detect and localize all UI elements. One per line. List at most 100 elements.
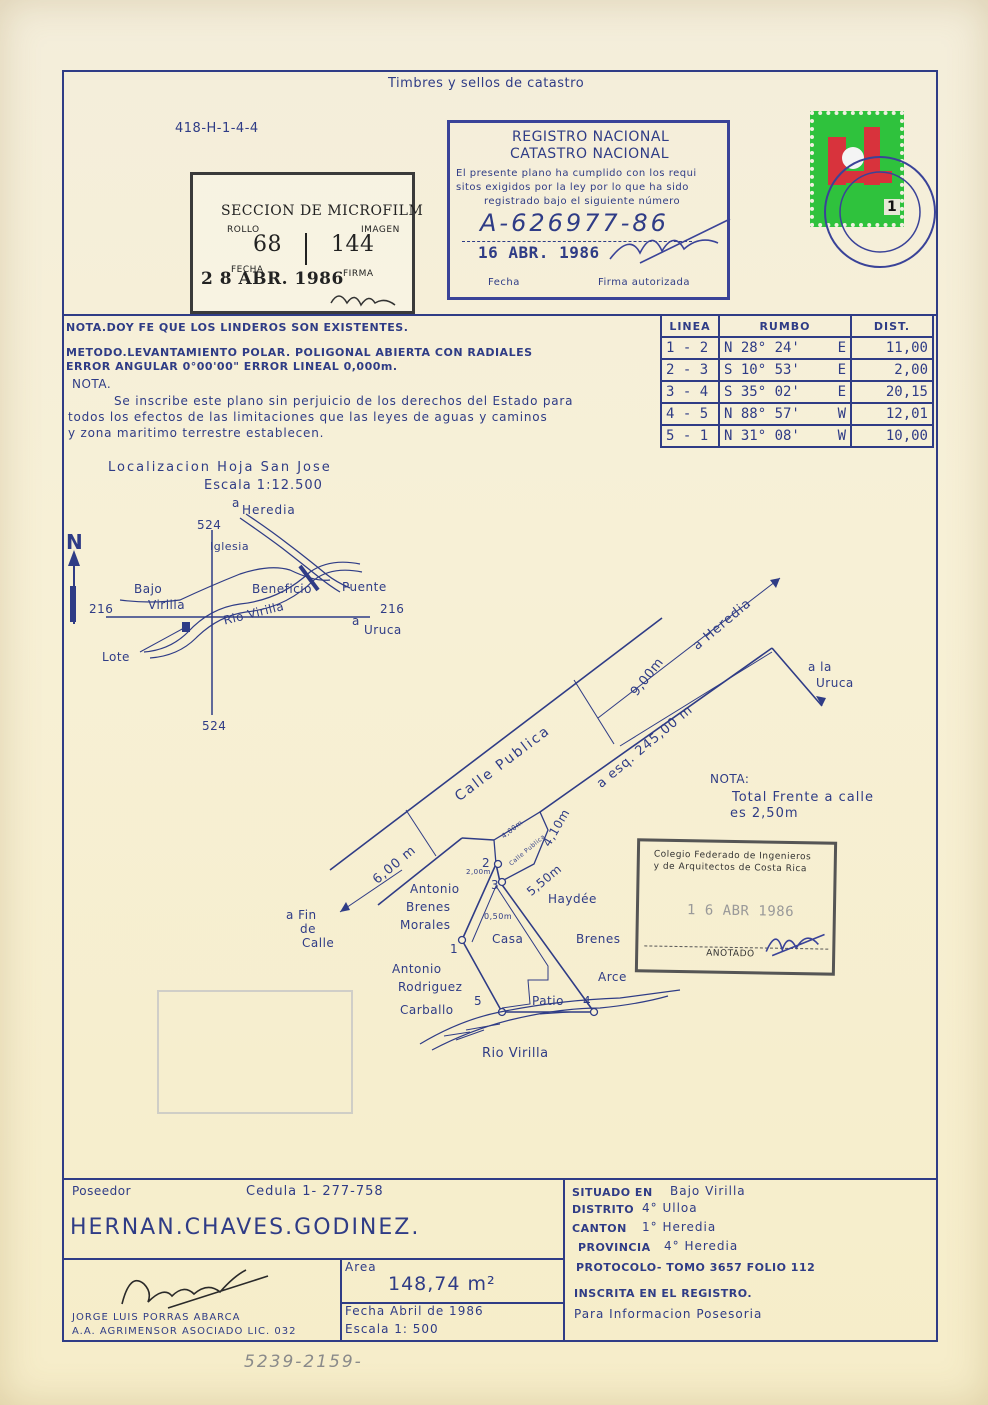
nota-line2: todos los efectos de las limitaciones qu… [68, 410, 548, 424]
imagen-value: 144 [331, 232, 375, 257]
loc-iglesia: Iglesia [210, 540, 250, 553]
point-1: 1 [450, 942, 459, 956]
registro-date: 16 ABR. 1986 [478, 243, 600, 262]
postmark [824, 156, 936, 268]
cell-rumbo: S 10° 53' [717, 358, 829, 382]
notes-rule [62, 314, 938, 316]
area-value: 148,74 m² [388, 1273, 496, 1295]
firma-signature [330, 295, 396, 307]
registro-title2: CATASTRO NACIONAL [510, 146, 670, 162]
colegio-date: 1 6 ABR 1986 [686, 902, 795, 921]
plan-a-fin-1: a Fin [286, 908, 317, 922]
main-frame [62, 70, 938, 1342]
owner-bm-3: Morales [400, 918, 451, 932]
loc-524-bottom: 524 [202, 719, 227, 733]
loc-524-top: 524 [197, 518, 222, 532]
owner-rc-3: Carballo [400, 1003, 454, 1017]
owner-h-2: Brenes [576, 932, 621, 946]
loc-beneficio: Beneficio [252, 582, 312, 596]
microfilm-divider [305, 233, 307, 265]
cell-dist: 10,00 [850, 424, 934, 448]
colegio-signature [765, 933, 825, 957]
provincia-label: PROVINCIA [578, 1241, 651, 1254]
loc-bajo: Bajo [134, 582, 163, 596]
loc-puente: Puente [342, 580, 387, 594]
nota-label: NOTA. [72, 377, 112, 391]
fiscal-stamp-circle [842, 147, 864, 169]
cell-rumbo: N 28° 24' [717, 336, 829, 360]
poseedor-label: Poseedor [72, 1184, 132, 1198]
protocolo: PROTOCOLO- TOMO 3657 FOLIO 112 [576, 1261, 816, 1274]
table-row: 2 - 3 S 10° 53' E 2,00 [660, 358, 934, 382]
surveyor-title: A.A. AGRIMENSOR ASOCIADO LIC. 032 [72, 1326, 297, 1337]
plan-uruca: Uruca [816, 676, 854, 690]
fecha-label: FECHA [231, 265, 264, 275]
owner-rc-1: Antonio [392, 962, 442, 976]
rollo-value: 68 [253, 232, 282, 257]
registro-title1: REGISTRO NACIONAL [512, 129, 670, 145]
canton-value: 1° Heredia [642, 1220, 717, 1234]
cell-rumbo: N 88° 57' [717, 402, 829, 426]
registro-number: A-626977-86 [480, 209, 669, 237]
colegio-stamp: Colegio Federado de Ingenieros y de Arqu… [634, 838, 838, 976]
point-4: 4 [583, 994, 592, 1008]
loc-a-uruca-a: a [352, 614, 360, 628]
title-block-area-divider [340, 1258, 342, 1342]
cell-dir: E [828, 380, 852, 404]
north-label: N [66, 530, 84, 554]
title-block-mid-rule [62, 1258, 563, 1260]
cell-dist: 12,01 [850, 402, 934, 426]
imagen-label: IMAGEN [361, 225, 400, 235]
timbres-label: Timbres y sellos de catastro [388, 76, 585, 91]
microfilm-stamp: SECCION DE MICROFILM ROLLO IMAGEN 68 144… [190, 172, 423, 314]
location-title: Localizacion Hoja San Jose [108, 460, 332, 475]
loc-216-right: 216 [380, 602, 405, 616]
loc-216-left: 216 [89, 602, 114, 616]
surveyor-name: JORGE LUIS PORRAS ABARCA [72, 1312, 241, 1323]
fiscal-stamp-red-shape-2 [864, 127, 880, 185]
owner-name: HERNAN.CHAVES.GODINEZ. [70, 1215, 421, 1240]
plan-casa: Casa [492, 932, 524, 946]
header-rumbo: RUMBO [718, 314, 852, 338]
registro-stamp: REGISTRO NACIONAL CATASTRO NACIONAL El p… [447, 120, 731, 300]
cell-linea: 2 - 3 [660, 358, 720, 382]
rumbo-table: LINEA RUMBO DIST. 1 - 2 N 28° 24' E 11,0… [660, 314, 934, 448]
metodo: METODO.LEVANTAMIENTO POLAR. POLIGONAL AB… [66, 346, 533, 359]
ghost-stamp [157, 990, 353, 1114]
owner-h-1: Haydée [548, 892, 597, 906]
firma-label: FIRMA [343, 269, 374, 279]
owner-bm-1: Antonio [410, 882, 460, 896]
plan-0-50m: 0,50m [484, 912, 513, 921]
registro-fecha-label: Fecha [488, 277, 520, 288]
loc-virilla: Virilla [148, 598, 186, 612]
registro-line1: El presente plano ha cumplido con los re… [456, 168, 697, 179]
cell-dir: W [828, 424, 852, 448]
header-dist: DIST. [850, 314, 934, 338]
header-linea: LINEA [660, 314, 720, 338]
plan-ala: a la [808, 660, 832, 674]
plan-patio: Patio [532, 994, 564, 1008]
cell-rumbo: S 35° 02' [717, 380, 829, 404]
cell-dist: 11,00 [850, 336, 934, 360]
inscrita: INSCRITA EN EL REGISTRO. [574, 1287, 753, 1300]
cell-dir: E [828, 336, 852, 360]
point-5: 5 [474, 994, 483, 1008]
cell-linea: 4 - 5 [660, 402, 720, 426]
cell-dist: 2,00 [850, 358, 934, 382]
loc-lote: Lote [102, 650, 130, 664]
situado-value: Bajo Virilla [670, 1184, 746, 1198]
cell-linea: 5 - 1 [660, 424, 720, 448]
plan-nota-1: Total Frente a calle [732, 790, 874, 805]
fecha-value: 2 8 ABR. 1986 [201, 269, 344, 289]
nota-doy-fe: NOTA.DOY FE QUE LOS LINDEROS SON EXISTEN… [66, 321, 409, 334]
rumbo-header-row: LINEA RUMBO DIST. [660, 314, 934, 338]
cedula: Cedula 1- 277-758 [246, 1184, 384, 1199]
cell-linea: 1 - 2 [660, 336, 720, 360]
table-row: 5 - 1 N 31° 08' W 10,00 [660, 424, 934, 448]
cell-dir: E [828, 358, 852, 382]
cell-linea: 3 - 4 [660, 380, 720, 404]
owner-rc-2: Rodriguez [398, 980, 463, 994]
plan-nota: NOTA: [710, 772, 750, 786]
escala-line: Escala 1: 500 [345, 1322, 439, 1336]
